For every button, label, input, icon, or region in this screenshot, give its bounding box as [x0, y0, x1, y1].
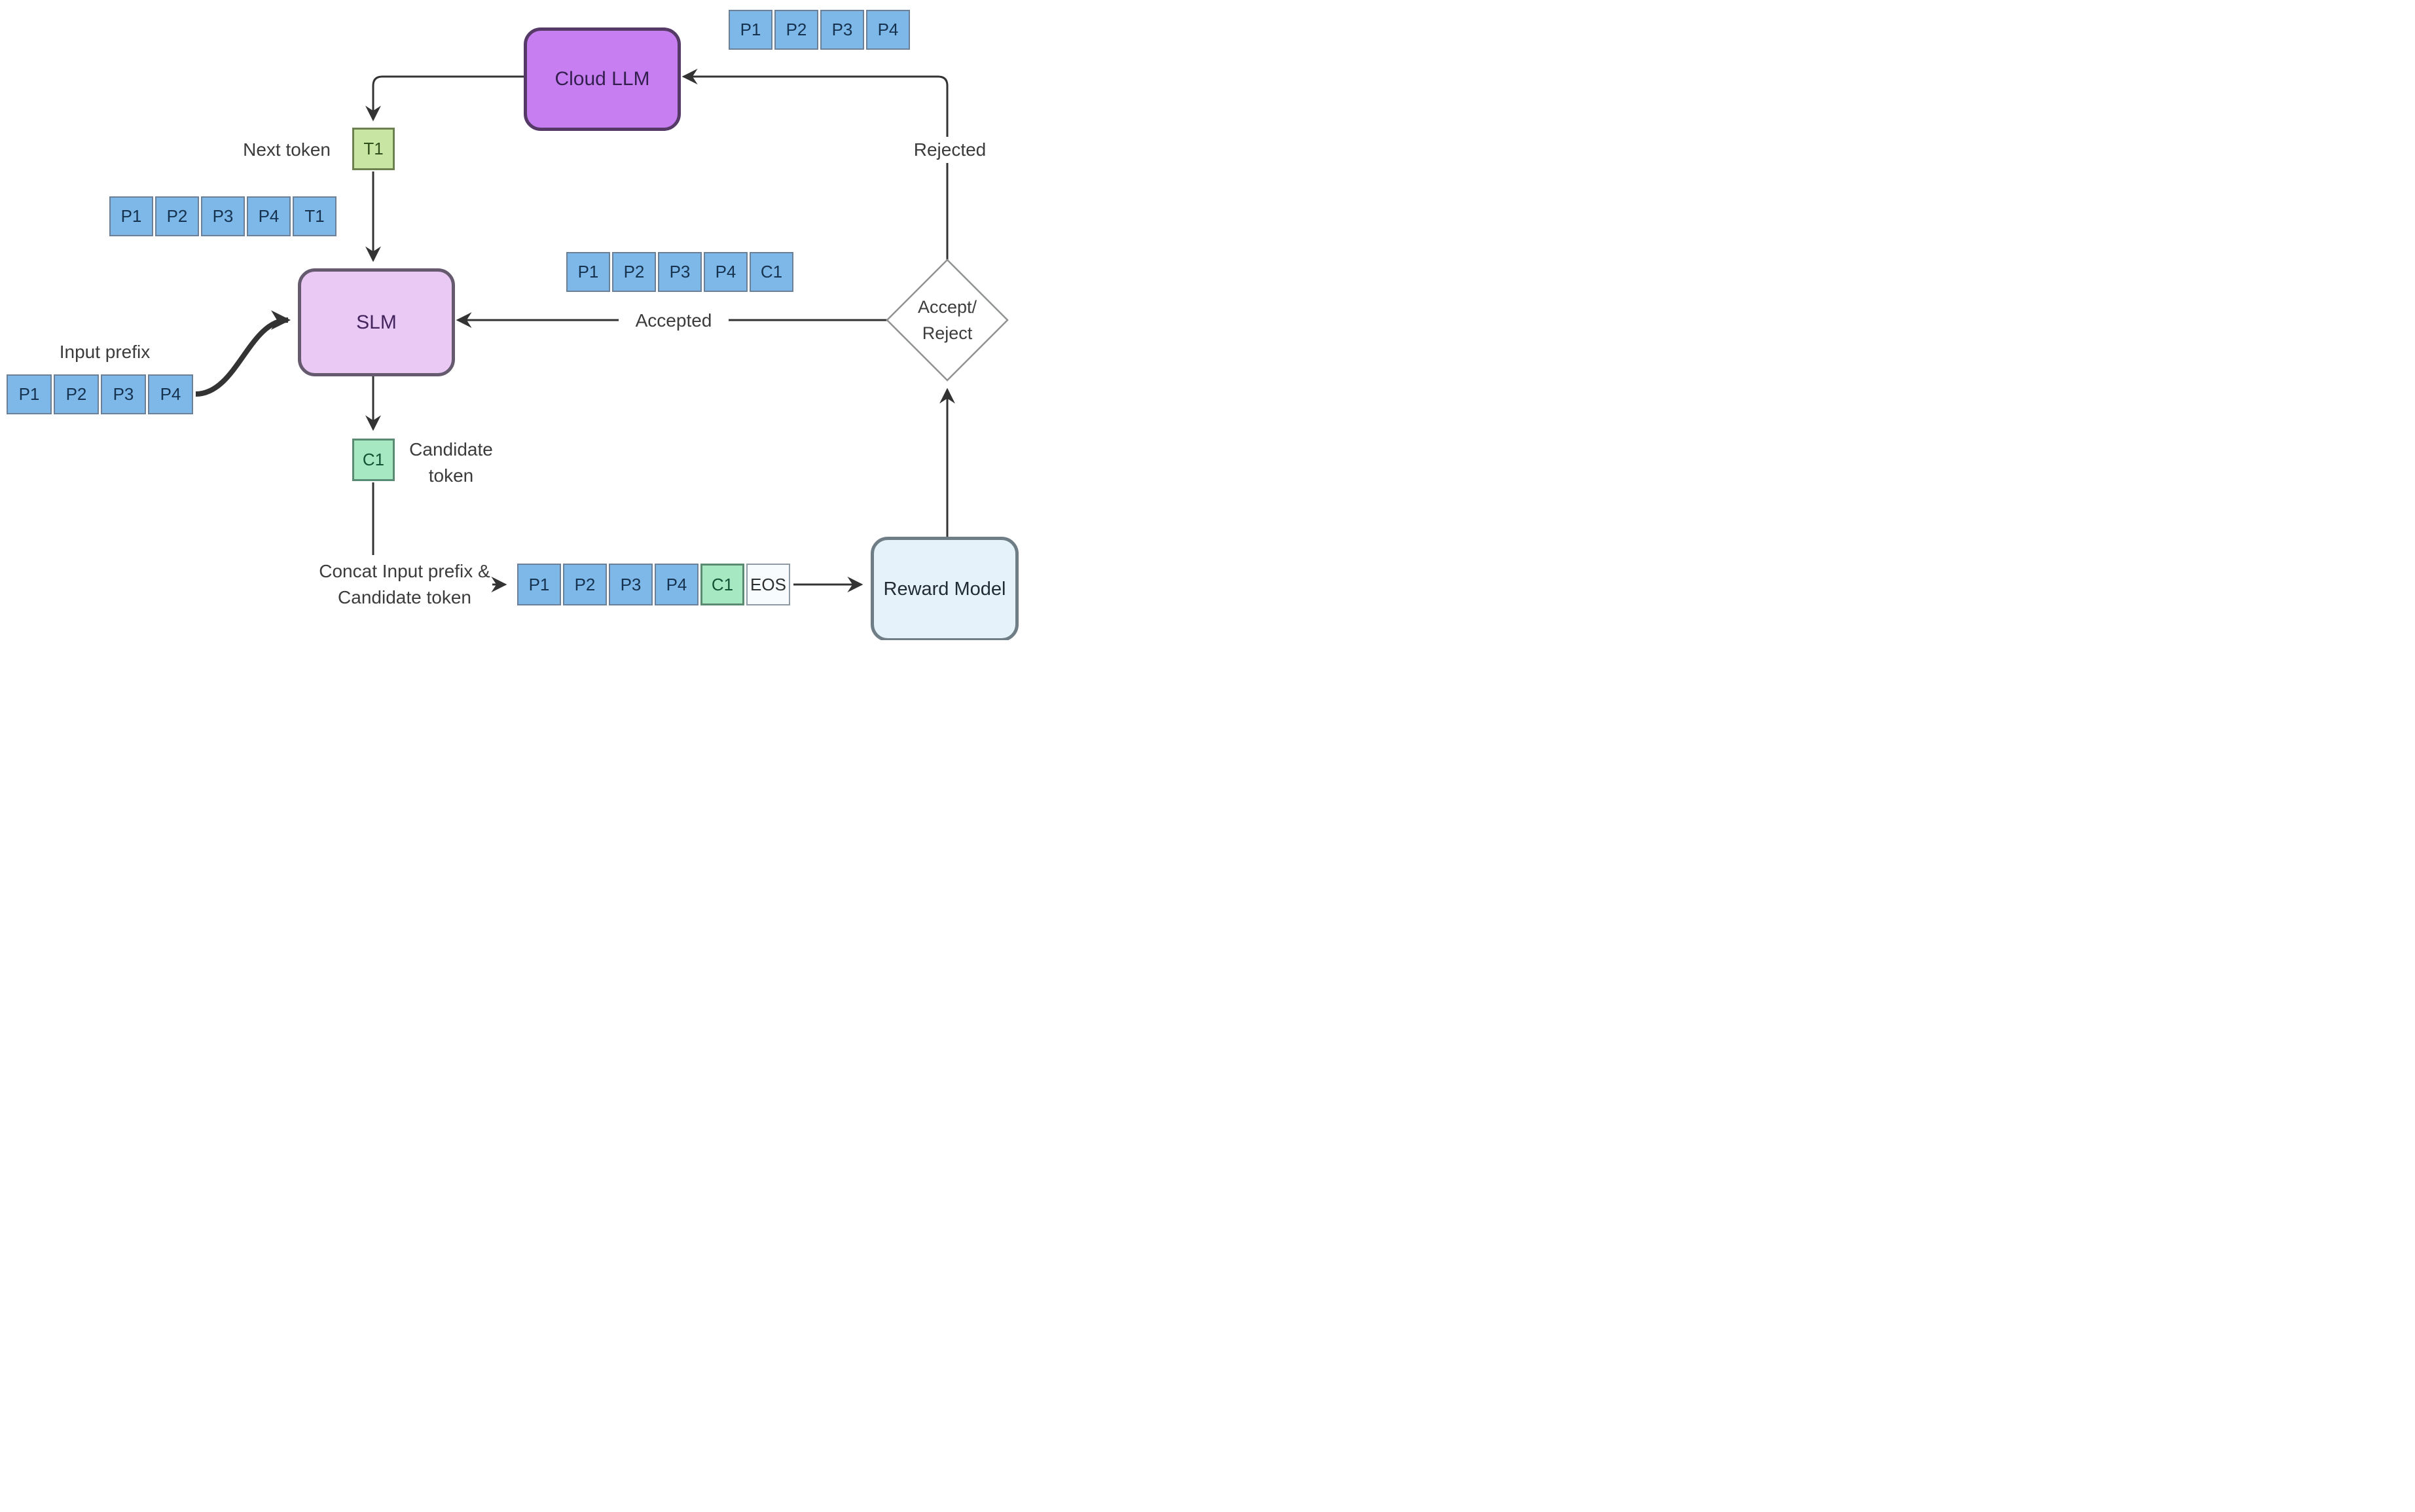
- candidate-token-label: Candidate token: [399, 437, 503, 489]
- token: P1: [517, 564, 561, 605]
- token-row-cloud-input: P1 P2 P3 P4: [729, 10, 910, 50]
- token: P1: [7, 374, 52, 414]
- token-row-prefix-with-next: P1 P2 P3 P4 T1: [109, 196, 336, 236]
- token: P4: [866, 10, 910, 50]
- token: P3: [201, 196, 245, 236]
- token-eos: EOS: [746, 564, 790, 605]
- token: P1: [109, 196, 153, 236]
- arrow-cloudllm-to-nexttoken: [365, 75, 524, 122]
- cloud-llm-node: Cloud LLM: [524, 27, 681, 131]
- next-token-box: T1: [352, 128, 395, 170]
- rejected-edge-label: Rejected: [901, 137, 998, 163]
- token: P1: [729, 10, 772, 50]
- token-row-input-prefix: P1 P2 P3 P4: [7, 374, 193, 414]
- token: C1: [750, 252, 793, 292]
- reward-model-label: Reward Model: [883, 578, 1006, 600]
- token-row-concat-sequence: P1 P2 P3 P4 C1 EOS: [517, 564, 790, 605]
- token: P2: [563, 564, 607, 605]
- token: P4: [148, 374, 193, 414]
- reward-model-node: Reward Model: [871, 537, 1019, 640]
- next-token-label: Next token: [243, 139, 331, 160]
- token: P3: [609, 564, 653, 605]
- token: P1: [566, 252, 610, 292]
- token: P4: [247, 196, 291, 236]
- token: P2: [54, 374, 99, 414]
- accept-reject-line1: Accept/: [917, 297, 977, 317]
- token: T1: [293, 196, 336, 236]
- concat-label: Concat Input prefix & Candidate token: [302, 558, 507, 611]
- accepted-edge-label: Accepted: [619, 308, 729, 334]
- token: P3: [658, 252, 702, 292]
- arrow-inputprefix-to-slm: [195, 310, 291, 397]
- candidate-token-box: C1: [352, 439, 395, 481]
- candidate-token-label-line2: token: [428, 465, 474, 486]
- token: P2: [155, 196, 199, 236]
- token: P4: [704, 252, 748, 292]
- token: P3: [820, 10, 864, 50]
- token: P4: [655, 564, 699, 605]
- slm-label: SLM: [356, 311, 397, 333]
- concat-label-line1: Concat Input prefix &: [319, 561, 490, 581]
- token: P3: [101, 374, 146, 414]
- input-prefix-label: Input prefix: [59, 342, 151, 362]
- token: P2: [612, 252, 656, 292]
- token: P2: [774, 10, 818, 50]
- connector-layer: [195, 69, 1009, 592]
- token: C1: [700, 564, 744, 605]
- token-row-prefix-with-candidate: P1 P2 P3 P4 C1: [566, 252, 793, 292]
- slm-node: SLM: [298, 268, 455, 376]
- arrow-rejected-to-cloudllm: [681, 69, 949, 260]
- accept-reject-line2: Reject: [922, 323, 973, 343]
- speculative-decoding-diagram: Cloud LLM SLM Reward Model Accept/ Rejec…: [0, 0, 1023, 640]
- candidate-token-label-line1: Candidate: [409, 439, 493, 459]
- cloud-llm-label: Cloud LLM: [554, 68, 650, 90]
- accept-reject-label: Accept/ Reject: [901, 294, 993, 346]
- concat-label-line2: Candidate token: [338, 587, 471, 607]
- accept-reject-diamond: [886, 259, 1009, 382]
